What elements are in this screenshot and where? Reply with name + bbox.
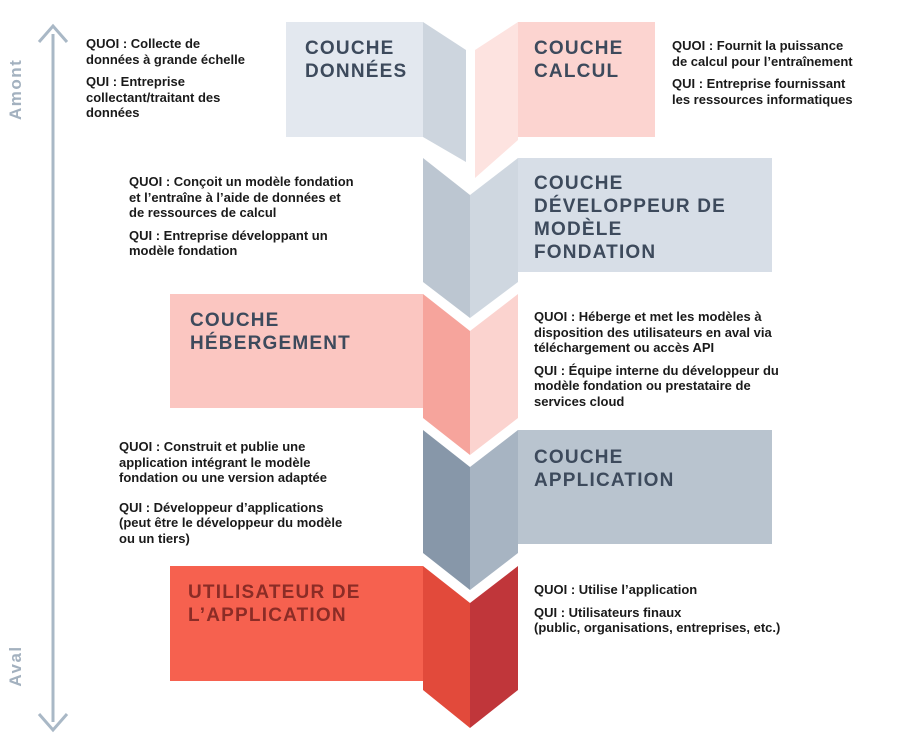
user-layer-quoi: QUOI : Utilise l’application <box>534 582 698 597</box>
data-layer-fold <box>423 22 466 162</box>
foundation-layer-title: COUCHE DÉVELOPPEUR DE MODÈLE FONDATION <box>534 173 727 263</box>
foundation-layer-quoi: QUOI : Conçoit un modèle fondation et l’… <box>129 174 354 220</box>
hosting-layer-description: QUOI : Héberge et met les modèles à disp… <box>534 309 834 416</box>
hosting-layer-fold-left <box>423 294 470 455</box>
compute-layer-fold <box>475 22 518 178</box>
upstream-downstream-axis <box>37 23 69 733</box>
user-layer-title: UTILISATEUR DE L’APPLICATION <box>188 582 361 626</box>
application-layer-quoi: QUOI : Construit et publie une applicati… <box>119 439 328 485</box>
data-layer-qui: QUI : Entreprise collectant/traitant des… <box>86 74 221 120</box>
foundation-layer-qui: QUI : Entreprise développant un modèle f… <box>129 227 328 259</box>
user-layer-box <box>170 566 423 681</box>
user-layer-fold-left <box>423 566 470 728</box>
compute-layer-description: QUOI : Fournit la puissance de calcul po… <box>672 38 896 114</box>
data-layer-box <box>286 22 423 137</box>
upstream-label: Amont <box>6 58 25 120</box>
foundation-layer-fold-left <box>423 158 470 318</box>
application-layer-box <box>518 430 772 544</box>
application-layer-fold-right <box>470 430 518 590</box>
foundation-layer-box <box>518 158 772 272</box>
compute-layer-box <box>518 22 655 137</box>
application-layer-fold-left <box>423 430 470 590</box>
application-layer-title: COUCHE APPLICATION <box>534 447 675 491</box>
user-layer-fold-right <box>470 566 518 728</box>
compute-layer-quoi: QUOI : Fournit la puissance de calcul po… <box>672 38 853 69</box>
application-layer-qui: QUI : Développeur d’applications (peut ê… <box>119 499 343 546</box>
downstream-label: Aval <box>6 645 25 687</box>
hosting-layer-fold-right <box>470 294 518 455</box>
data-layer-quoi: QUOI : Collecte de données à grande éche… <box>86 36 245 67</box>
hosting-layer-qui: QUI : Équipe interne du développeur du m… <box>534 362 779 409</box>
hosting-layer-box <box>170 294 423 408</box>
user-layer-qui: QUI : Utilisateurs finaux (public, organ… <box>534 604 781 636</box>
hosting-layer-quoi: QUOI : Héberge et met les modèles à disp… <box>534 309 772 355</box>
user-layer-description: QUOI : Utilise l’application QUI : Utili… <box>534 582 844 643</box>
compute-layer-title: COUCHE CALCUL <box>534 38 624 82</box>
compute-layer-qui: QUI : Entreprise fournissant les ressour… <box>672 76 853 107</box>
hosting-layer-title: COUCHE HÉBERGEMENT <box>190 310 351 354</box>
data-layer-title: COUCHE DONNÉES <box>305 38 408 82</box>
foundation-layer-fold-right <box>470 158 518 318</box>
data-layer-description: QUOI : Collecte de données à grande éche… <box>86 36 282 128</box>
application-layer-description: QUOI : Construit et publie une applicati… <box>119 439 409 553</box>
foundation-layer-description: QUOI : Conçoit un modèle fondation et l’… <box>129 174 414 266</box>
